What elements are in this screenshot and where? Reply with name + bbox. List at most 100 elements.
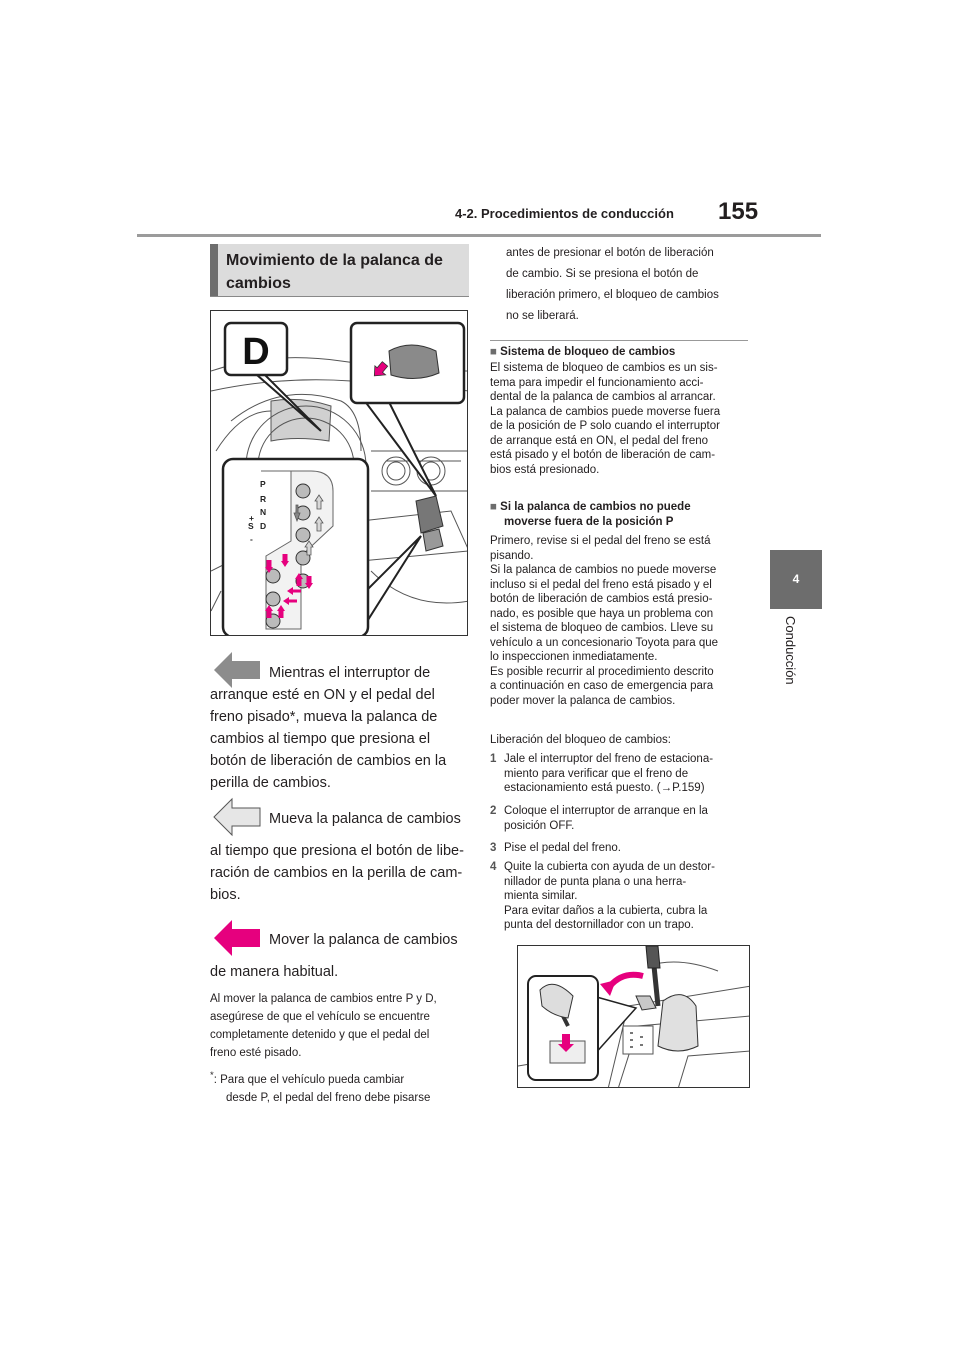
text-line: La palanca de cambios puede moverse fuer… [490, 405, 721, 418]
pink-arrow-icon [214, 920, 260, 956]
chapter-tab: 4 [770, 550, 822, 609]
legend-2-body: al tiempo que presiona el botón de libe-… [210, 840, 472, 906]
gate-letter-p: P [260, 479, 266, 489]
p-paragraph: Primero, revise si el pedal del freno se… [490, 534, 748, 708]
step-line: Jale el interruptor del freno de estacio… [504, 753, 714, 765]
text-line: el sistema de bloqueo de cambios. Lleve … [490, 622, 714, 634]
step-line: miento para verificar que el freno de [504, 767, 689, 780]
legend-2-line: al tiempo que presiona el botón de libe- [210, 843, 464, 859]
footnote-line: desde P, el pedal del freno debe pisarse [226, 1091, 431, 1104]
legend-1-line: perilla de cambios. [210, 775, 331, 791]
section-heading: Movimiento de la palanca de cambios [210, 244, 469, 297]
step-line: Pise el pedal del freno. [504, 842, 621, 854]
text-line: a continuación en caso de emergencia par… [490, 680, 714, 692]
gate-letter-d: D [260, 521, 266, 531]
subsection-title-text: moverse fuera de la posición P [504, 515, 674, 528]
step-line: Para evitar daños a la cubierta, cubra l… [504, 904, 708, 917]
step-4: 4 Quite la cubierta con ayuda de un dest… [490, 860, 748, 933]
chapter-label: Conducción [783, 616, 798, 685]
text-line: nado, es posible que haya un problema co… [490, 607, 714, 620]
text-line: bios está presionado. [490, 463, 600, 476]
subsection-title-p: ■ Si la palanca de cambios no puede move… [490, 500, 748, 529]
subsection-title-text: Si la palanca de cambios no puede [500, 501, 691, 513]
shift-lever-drawing: D P R N D + S - [211, 321, 467, 635]
step-line: punta del destornillador con un trapo. [504, 919, 694, 931]
legend-1-lead: Mientras el interruptor de [269, 665, 431, 681]
footnote: *: Para que el vehículo pueda cambiar de… [210, 1067, 472, 1107]
legend-1-line: arranque esté en ON y el pedal del [210, 687, 435, 703]
step-number: 2 [490, 805, 497, 817]
header-rule [137, 234, 821, 237]
legend-1-line: botón de liberación de cambios en la [210, 753, 447, 769]
step-line: posición OFF. [504, 819, 575, 832]
gate-letter-n: N [260, 507, 266, 517]
text-line: incluso si el pedal del freno está pisad… [490, 578, 712, 591]
legend-1-line: cambios al tiempo que presiona el [210, 731, 431, 747]
cover-removal-illustration [517, 945, 750, 1088]
subsection-title-text: Sistema de bloqueo de cambios [500, 346, 676, 358]
legend-2-line: bios. [210, 887, 241, 903]
square-bullet-icon: ■ [490, 501, 497, 513]
text-line: liberación primero, el bloqueo de cambio… [506, 289, 719, 301]
footnote-line: : Para que el vehículo pueda cambiar [213, 1073, 405, 1086]
text-line: de la posición de P solo cuando el inter… [490, 420, 720, 432]
callout-letter: D [242, 331, 269, 373]
manual-letter-minus: - [250, 534, 253, 544]
cover-removal-drawing [518, 946, 749, 1087]
text-line: tema para impedir el funcionamiento acci… [490, 376, 704, 389]
subsection-title-lock: ■ Sistema de bloqueo de cambios [490, 345, 675, 360]
note-block: Al mover la palanca de cambios entre P y… [210, 990, 472, 1062]
text-line: antes de presionar el botón de liberació… [506, 247, 714, 259]
text-line: pisando. [490, 549, 534, 562]
text-line: de arranque está en ON, el pedal del fre… [490, 434, 709, 447]
text-line: Primero, revise si el pedal del freno se… [490, 535, 711, 547]
legend-1-line: freno pisado*, mueva la palanca de [210, 709, 438, 725]
legend-2-line: ración de cambios en la perilla de cam- [210, 865, 463, 881]
legend-2-lead: Mueva la palanca de cambios [269, 811, 461, 827]
footnote-mark: * [210, 1070, 214, 1081]
square-bullet-icon: ■ [490, 346, 497, 358]
text-line: Es posible recurrir al procedimiento des… [490, 665, 714, 678]
text-line: está pisado y el botón de liberación de … [490, 449, 716, 461]
lock-paragraph: El sistema de bloqueo de cambios es un s… [490, 361, 748, 477]
step-number: 1 [490, 753, 497, 765]
legend-3-line: de manera habitual. [210, 964, 339, 980]
legend-3-lead: Mover la palanca de cambios [269, 932, 458, 948]
text-line: vehículo a un concesionario Toyota para … [490, 636, 719, 649]
step-number: 3 [490, 842, 497, 854]
note-line: Al mover la palanca de cambios entre P y… [210, 993, 437, 1005]
step-line: Quite la cubierta con ayuda de un destor… [504, 861, 715, 873]
dark-grey-arrow-icon [214, 652, 260, 688]
manual-letter-plus: + [249, 513, 254, 523]
note-line: completamente detenido y que el pedal de… [210, 1029, 430, 1041]
section-title: 4-2. Procedimientos de conducción [455, 206, 674, 221]
step-2: 2 Coloque el interruptor de arranque en … [490, 804, 748, 833]
divider [490, 340, 748, 341]
step-line: Coloque el interruptor de arranque en la [504, 805, 708, 817]
text-line: de cambio. Si se presiona el botón de [506, 268, 699, 280]
heading-rule [210, 296, 469, 297]
legend-1-body: arranque esté en ON y el pedal del freno… [210, 684, 472, 794]
note-line: freno esté pisado. [210, 1047, 302, 1059]
step-line: nillador de punta plana o una herra- [504, 875, 687, 888]
text-line: no se liberará. [506, 310, 579, 322]
text-line: Si la palanca de cambios no puede movers… [490, 564, 717, 576]
text-line: botón de liberación de cambios está pres… [490, 593, 713, 605]
page-number: 155 [718, 198, 759, 225]
section-heading-text: Movimiento de la palanca de cambios [226, 252, 443, 292]
step-line: estacionamiento está puesto. (→P.159) [504, 782, 705, 794]
text-line: lo inspeccionen inmediatamente. [490, 651, 658, 663]
step-1: 1 Jale el interruptor del freno de estac… [490, 752, 748, 796]
text-line: El sistema de bloqueo de cambios es un s… [490, 362, 718, 374]
manual-letter-s: S [248, 521, 254, 531]
step-number: 4 [490, 861, 497, 873]
text-line: dental de la palanca de cambios al arran… [490, 391, 716, 403]
step-3: 3 Pise el pedal del freno. [490, 841, 748, 856]
release-intro: Liberación del bloqueo de cambios: [490, 734, 671, 746]
gate-letter-r: R [260, 494, 266, 504]
shift-lever-illustration: D P R N D + S - [210, 310, 468, 636]
step-line: mienta similar. [504, 890, 578, 902]
note-line: asegúrese de que el vehículo se encuentr… [210, 1011, 430, 1023]
text-line: poder mover la palanca de cambios. [490, 694, 676, 707]
light-grey-arrow-icon [213, 797, 261, 837]
